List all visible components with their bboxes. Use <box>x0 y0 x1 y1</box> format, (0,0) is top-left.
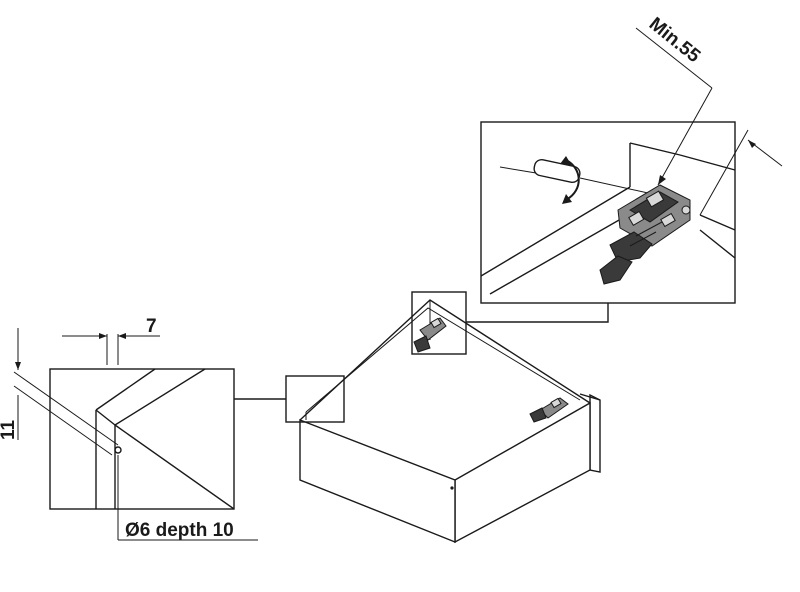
dim-label-hole: Ø6 depth 10 <box>125 520 234 541</box>
drawer-front-face <box>299 418 456 544</box>
drawer-front-panel-edge <box>589 393 601 473</box>
dim-label-min-distance: Min.55 <box>645 14 705 68</box>
drawer-hole-dot <box>450 486 454 490</box>
detail-frame-left <box>49 368 235 510</box>
detail-frame-right <box>480 121 736 304</box>
drawer-clip-icon <box>599 184 691 285</box>
drawer-right-face <box>454 401 591 544</box>
callout-box-left <box>285 375 345 423</box>
detail-panel-clip <box>480 27 783 304</box>
drawer-body <box>299 299 601 544</box>
callout-box-top <box>411 291 467 355</box>
drawer-clip-icon <box>413 317 447 353</box>
screwdriver-icon <box>499 158 649 194</box>
drawer-clip-icon <box>529 397 569 423</box>
rotate-arrow-icon <box>560 156 580 204</box>
connector-top <box>466 303 609 323</box>
detail-panel-hole: 7 <box>13 316 258 541</box>
dim-label-gap: 7 <box>146 316 157 337</box>
drill-hole <box>114 446 122 454</box>
drawer-inner-rim <box>305 307 581 413</box>
dim-label-offset: 11 <box>0 419 19 440</box>
drawer-front-top <box>579 393 601 401</box>
